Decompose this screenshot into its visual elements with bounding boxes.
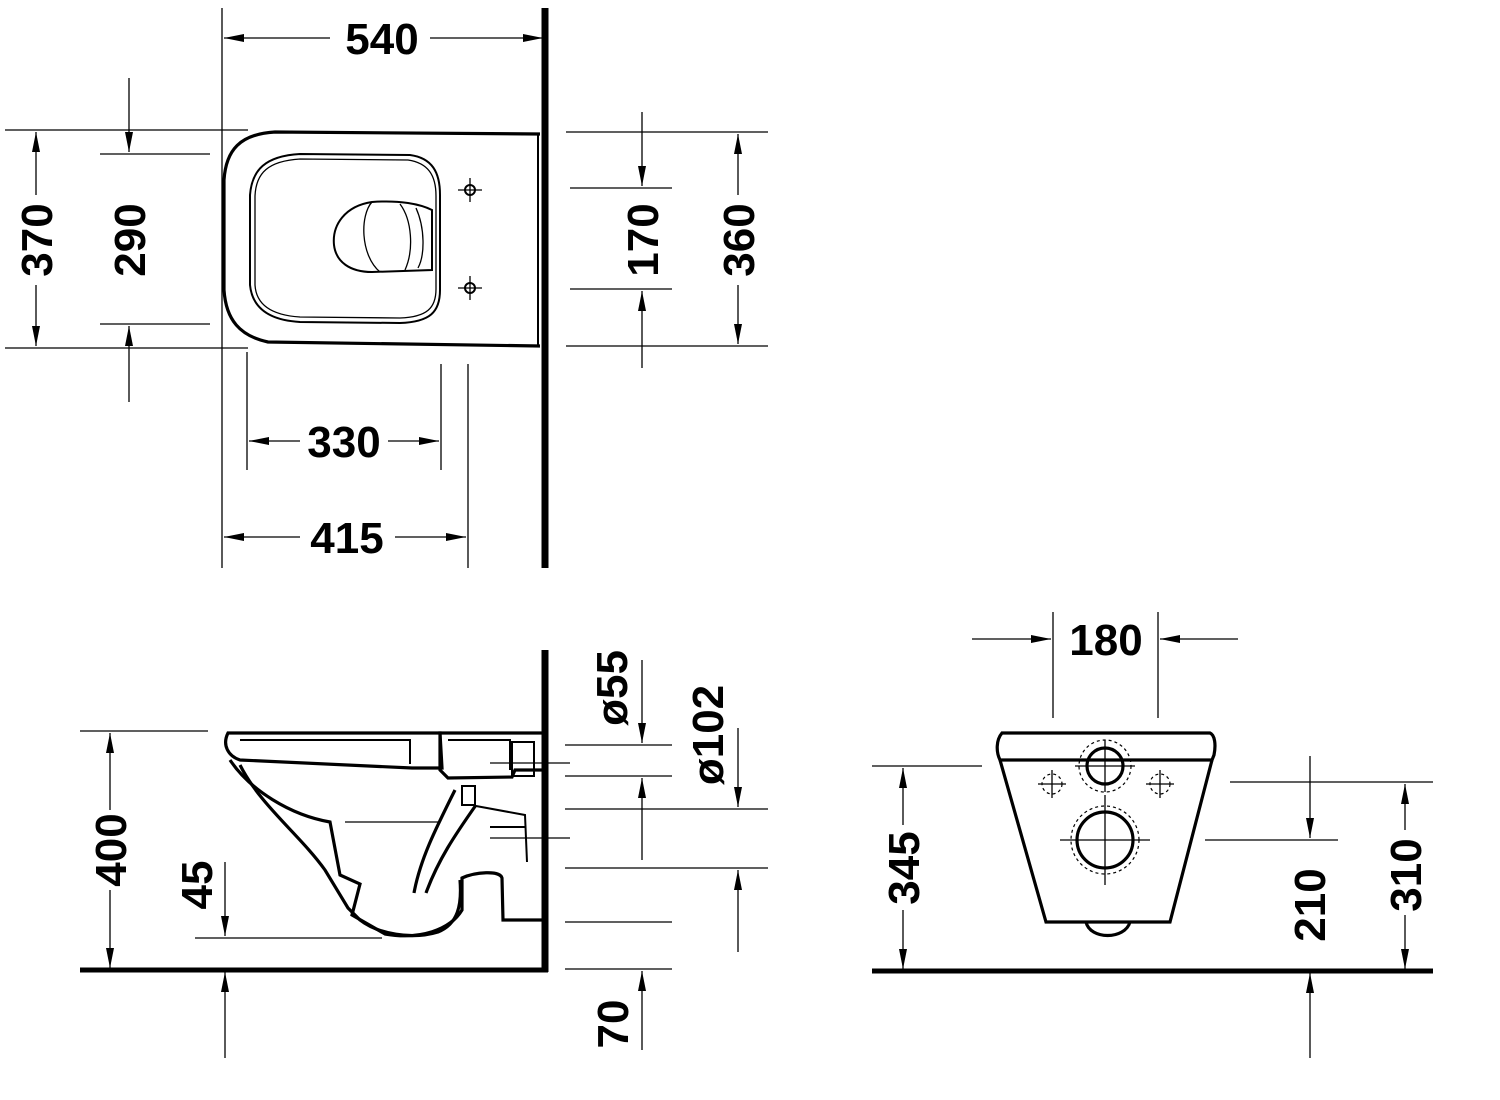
dim-370-label: 370 <box>13 203 62 276</box>
top-fixing-hole-lower <box>458 276 482 300</box>
top-fixing-hole-upper <box>458 178 482 202</box>
top-flush-opening <box>332 200 433 274</box>
dim-360-label: 360 <box>715 203 764 276</box>
dim-170-label: 170 <box>619 203 668 276</box>
top-inner-rim <box>249 152 441 325</box>
front-trap-bottom <box>1084 921 1132 937</box>
side-inlet-block <box>438 731 547 780</box>
side-inlet-pipe <box>511 741 535 777</box>
front-inlet-hole <box>1075 739 1135 793</box>
dim-180-label: 180 <box>1069 616 1142 665</box>
side-seat <box>224 731 444 770</box>
side-bowl-outer <box>228 759 545 938</box>
top-flush-curve-3 <box>415 207 424 269</box>
dim-400-label: 400 <box>87 813 136 886</box>
side-seat-inner <box>240 739 411 764</box>
top-inner-rim-2 <box>254 158 437 319</box>
front-body <box>998 759 1214 924</box>
dim-415-label: 415 <box>310 514 383 563</box>
side-trap-2 <box>424 804 478 894</box>
dim-45-label: 45 <box>173 861 222 910</box>
dim-345-label: 345 <box>880 831 929 904</box>
dim-290-label: 290 <box>106 203 155 276</box>
dim-540-label: 540 <box>345 15 418 64</box>
front-fixing-right <box>1146 770 1174 798</box>
side-trap <box>412 789 457 894</box>
side-inlet-inner <box>448 739 511 770</box>
top-flush-curve <box>399 203 412 271</box>
top-view: 540 370 290 170 360 330 4 <box>5 8 768 568</box>
front-fixing-left <box>1038 770 1066 798</box>
front-view: 180 345 210 310 <box>872 612 1433 1058</box>
front-outlet-hole <box>1060 795 1150 885</box>
top-outer-outline <box>222 130 541 348</box>
side-view: 400 45 ø55 ø102 70 <box>80 650 768 1058</box>
side-bowl-inner <box>238 764 463 938</box>
front-seat-band <box>995 731 1217 762</box>
dim-330-label: 330 <box>307 418 380 467</box>
dim-55-label: ø55 <box>588 650 637 726</box>
dim-70-label: 70 <box>589 1000 638 1049</box>
side-outlet-pipe <box>475 805 528 863</box>
top-flush-curve-2 <box>363 201 381 273</box>
dim-310-label: 310 <box>1382 838 1431 911</box>
dim-210-label: 210 <box>1286 868 1335 941</box>
side-trap-top <box>461 785 476 806</box>
dim-102-label: ø102 <box>684 685 733 785</box>
